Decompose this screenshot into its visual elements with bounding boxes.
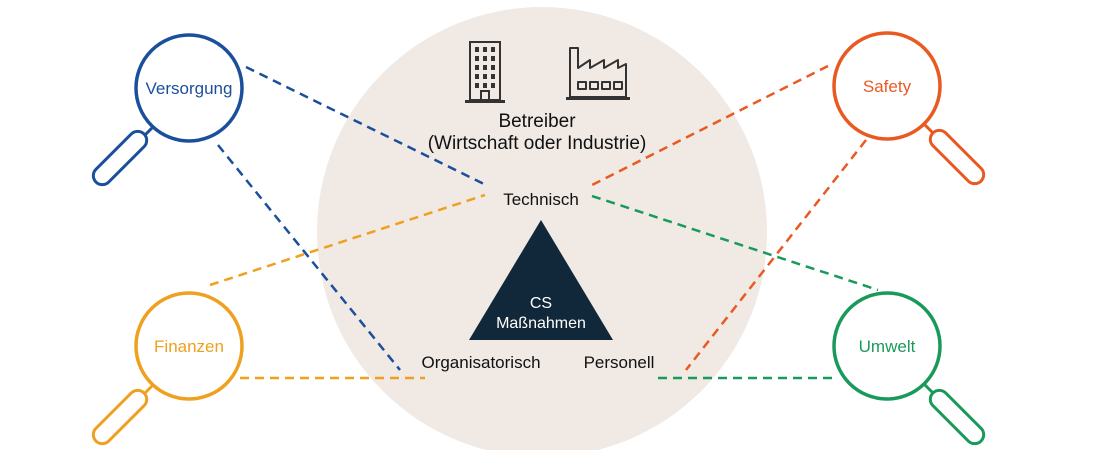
- lens-label-finanzen: Finanzen: [154, 337, 224, 356]
- versorgung-lens: [134, 33, 244, 143]
- office-building-icon: [465, 41, 505, 103]
- versorgung-magnifier-icon: [91, 33, 244, 187]
- cs-triangle: [469, 220, 613, 340]
- connector-lines: [209, 64, 879, 380]
- measure-personell: Personell: [584, 353, 655, 372]
- operator-subtitle: (Wirtschaft oder Industrie): [428, 133, 647, 154]
- connector-safety-personell: [685, 139, 867, 371]
- umwelt-lens: [832, 291, 942, 401]
- lens-label-safety: Safety: [863, 77, 912, 96]
- triangle-label-cs: CS: [530, 295, 552, 312]
- measure-technisch: Technisch: [503, 190, 579, 209]
- connector-versorgung-organisatorisch: [217, 144, 401, 371]
- lens-label-versorgung: Versorgung: [146, 79, 233, 98]
- factory-icon: [566, 47, 630, 100]
- operator-title: Betreiber: [498, 111, 576, 132]
- connector-umwelt-technisch: [591, 194, 879, 292]
- measure-organisatorisch: Organisatorisch: [421, 353, 540, 372]
- umwelt-magnifier-icon: [832, 291, 986, 446]
- triangle-label-massnahmen: Maßnahmen: [496, 315, 586, 332]
- safety-magnifier-icon: [832, 31, 986, 186]
- finanzen-lens: [134, 291, 244, 401]
- connector-finanzen-technisch: [209, 193, 486, 287]
- lens-label-umwelt: Umwelt: [859, 337, 916, 356]
- finanzen-magnifier-icon: [91, 291, 244, 446]
- safety-lens: [832, 31, 942, 141]
